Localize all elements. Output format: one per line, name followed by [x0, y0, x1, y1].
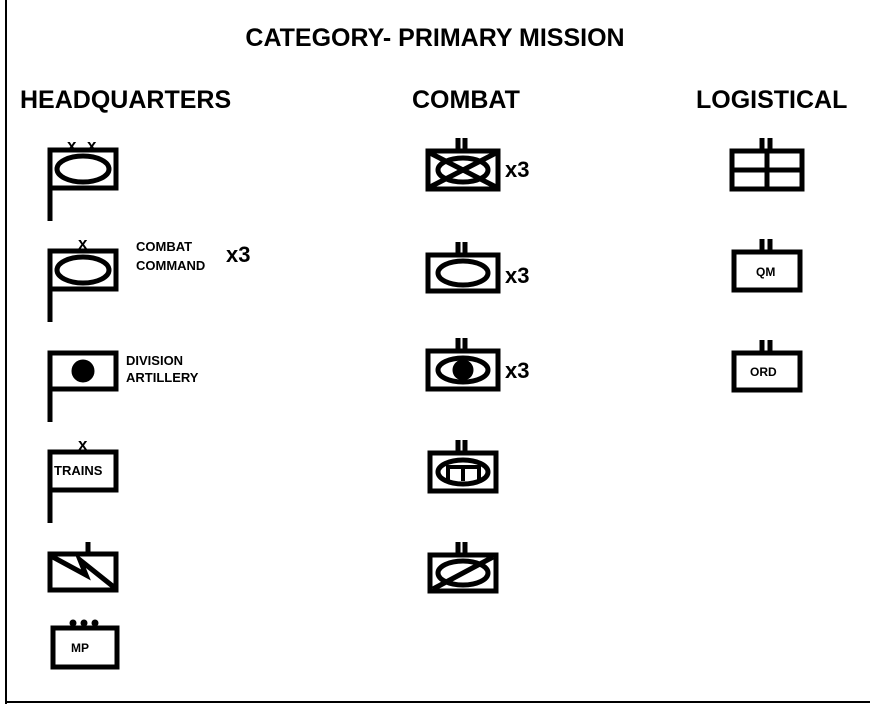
- trains-label: TRAINS: [54, 463, 103, 478]
- frame-left-border: [5, 0, 7, 704]
- armored-artillery-multiplier: x3: [505, 358, 530, 383]
- column-heading-combat: COMBAT: [412, 86, 520, 114]
- trains-hq-symbol: x: [47, 435, 119, 523]
- medical-battalion-symbol: [729, 138, 805, 192]
- quartermaster-battalion-symbol: [731, 239, 803, 293]
- svg-text:x: x: [67, 136, 77, 155]
- column-heading-headquarters: HEADQUARTERS: [20, 86, 232, 114]
- svg-text:x: x: [78, 435, 88, 454]
- combat-command-label-line2: COMMAND: [136, 258, 206, 273]
- combat-command-multiplier: x3: [226, 242, 251, 267]
- svg-text:x: x: [87, 136, 97, 155]
- mp-label: MP: [71, 641, 89, 655]
- armored-engineer-battalion-symbol: [427, 440, 499, 494]
- tank-multiplier: x3: [505, 263, 530, 288]
- combat-command-label-line1: COMBAT: [136, 239, 193, 254]
- division-artillery-label-line1: DIVISION: [126, 353, 184, 368]
- armored-infantry-battalion-symbol: [425, 138, 501, 192]
- qm-label: QM: [756, 265, 776, 279]
- armored-artillery-battalion-symbol: [425, 338, 501, 392]
- armored-infantry-multiplier: x3: [505, 157, 530, 182]
- division-artillery-label-line2: ARTILLERY: [126, 370, 199, 385]
- combat-command-hq-symbol: x: [47, 234, 119, 322]
- diagram-title: CATEGORY- PRIMARY MISSION: [245, 24, 625, 52]
- division-artillery-hq-symbol: [47, 350, 119, 422]
- cavalry-reconnaissance-squadron-symbol: [427, 542, 499, 594]
- tank-battalion-symbol: [425, 242, 501, 294]
- ordnance-battalion-symbol: [731, 340, 803, 393]
- column-heading-logistical: LOGISTICAL: [696, 86, 848, 114]
- signal-unit-symbol: [47, 542, 119, 593]
- military-police-symbol: [50, 619, 120, 670]
- ord-label: ORD: [750, 365, 777, 379]
- svg-text:x: x: [78, 234, 88, 253]
- frame-bottom-border: [5, 701, 870, 703]
- division-hq-symbol: x x: [47, 136, 119, 221]
